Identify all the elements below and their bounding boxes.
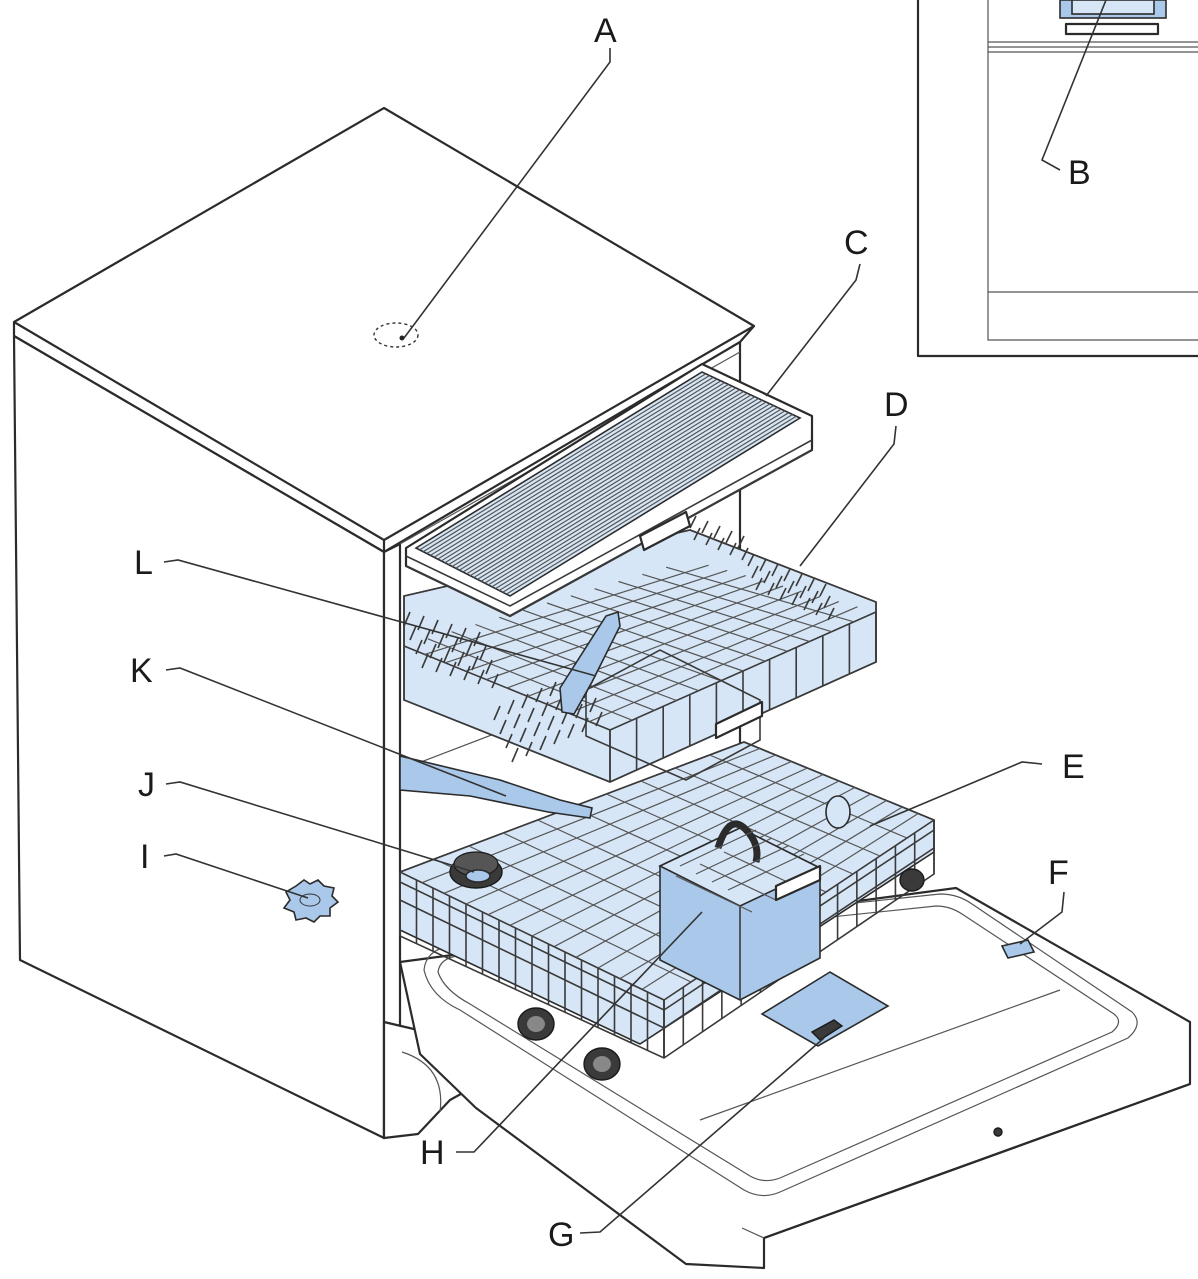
label-k: K (130, 652, 153, 690)
label-l: L (134, 544, 153, 582)
component-e (826, 796, 850, 828)
wire (702, 521, 708, 533)
wire (714, 526, 720, 538)
inset-slot (1066, 24, 1158, 34)
wire (512, 748, 518, 762)
label-h: H (420, 1134, 445, 1172)
label-g: G (548, 1216, 574, 1254)
label-j: J (138, 766, 155, 804)
label-i: I (140, 838, 149, 876)
label-b: B (1068, 154, 1091, 192)
label-e: E (1062, 748, 1085, 786)
inset-panel (918, 0, 1198, 356)
wire (726, 531, 732, 543)
label-a: A (594, 12, 617, 50)
label-d: D (884, 386, 909, 424)
label-f: F (1048, 854, 1069, 892)
component-j (450, 852, 502, 888)
label-c: C (844, 224, 869, 262)
